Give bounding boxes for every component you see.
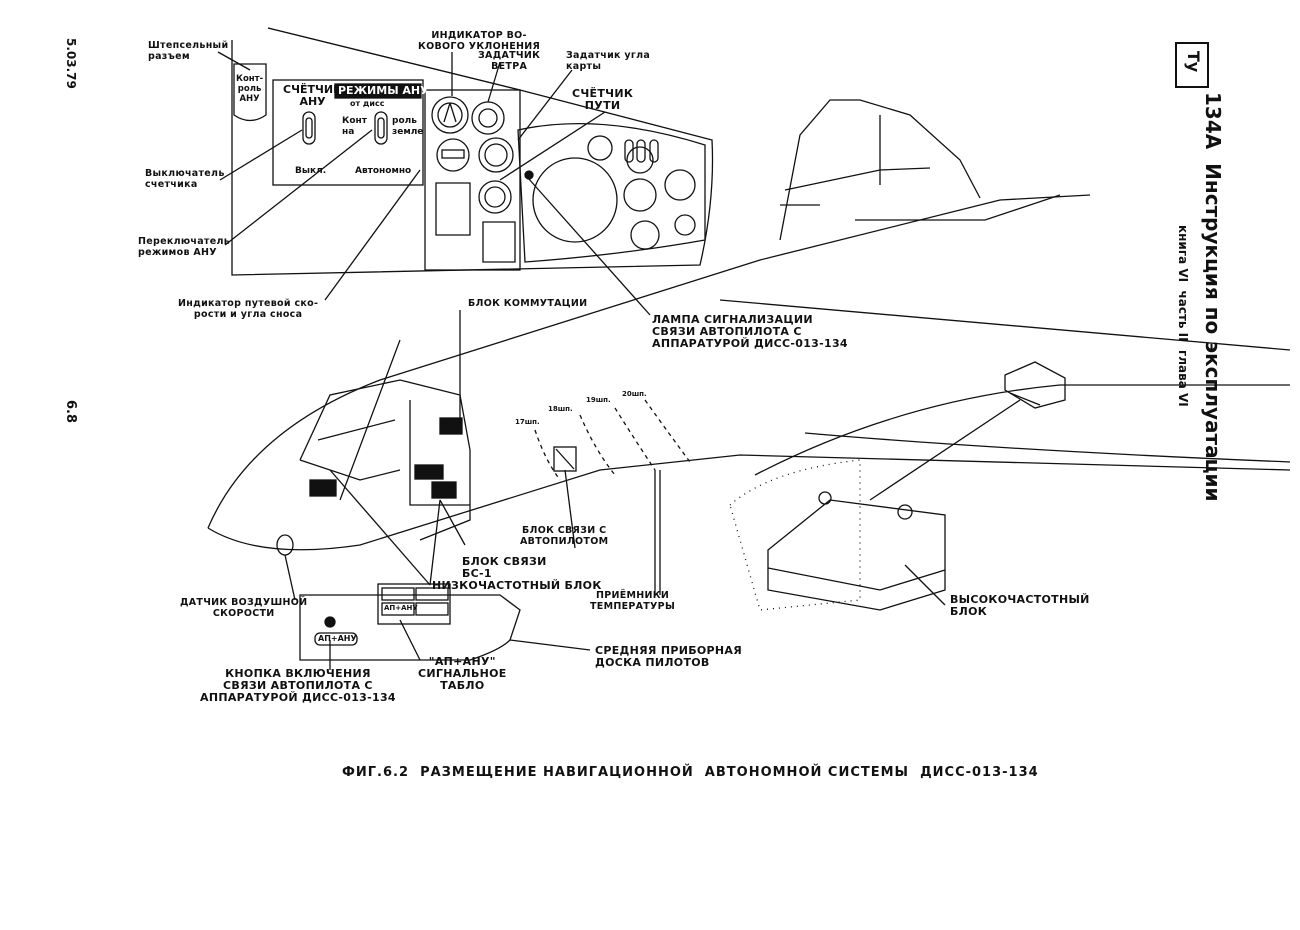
page-number: 6.8	[63, 400, 78, 424]
instrument-panel-drawing	[217, 27, 714, 316]
label-wind-setter: ЗАДАТЧИК ВЕТРА	[478, 50, 541, 72]
label-hf-unit: ВЫСОКОЧАСТОТНЫЙ БЛОК	[950, 593, 1090, 618]
control-left: Конт на	[342, 116, 367, 137]
label-autopilot-link-unit: БЛОК СВЯЗИ С АВТОПИЛОТОМ	[520, 525, 609, 547]
label-switching-unit: БЛОК КОММУТАЦИИ	[468, 298, 588, 309]
button-plate-label: АП+АНУ	[318, 634, 357, 643]
modes-subtitle: от диcс	[350, 99, 385, 108]
label-plug: Штепсельный разъем	[148, 40, 229, 62]
figure-caption: ФИГ.6.2 РАЗМЕЩЕНИЕ НАВИГАЦИОННОЙ АВТОНОМ…	[342, 765, 1039, 780]
label-temp-receivers: ПРИЁМНИКИ ТЕМПЕРАТУРЫ	[590, 590, 676, 612]
label-signal-board: "АП+АНУ" СИГНАЛЬНОЕ ТАБЛО	[418, 655, 507, 692]
label-airspeed-sensor: ДАТЧИК ВОЗДУШНОЙ СКОРОСТИ	[180, 597, 308, 619]
label-lf-unit: НИЗКОЧАСТОТНЫЙ БЛОК	[432, 579, 602, 592]
label-engage-button: КНОПКА ВКЛЮЧЕНИЯ СВЯЗИ АВТОПИЛОТА С АППА…	[200, 667, 396, 704]
counter-title: СЧЁТЧИК АНУ	[283, 83, 343, 108]
label-counter-switch: Выключатель счетчика	[145, 168, 225, 190]
off-label: Выкл.	[295, 166, 327, 176]
board-plate-label: АП+АНУ	[384, 604, 418, 612]
label-speed-drift-indicator: Индикатор путевой ско- рости и угла снос…	[178, 298, 319, 320]
label-course-deviation: ИНДИКАТОР ВО- КОВОГО УКЛОНЕНИЯ	[418, 30, 541, 52]
label-signal-lamp: ЛАМПА СИГНАЛИЗАЦИИ СВЯЗИ АВТОПИЛОТА С АП…	[652, 313, 848, 350]
label-mode-switch: Переключатель режимов АНУ	[138, 236, 231, 258]
label-center-panel: СРЕДНЯЯ ПРИБОРНАЯ ДОСКА ПИЛОТОВ	[595, 644, 742, 669]
document-date: 5.03.79	[64, 38, 78, 89]
auto-label: Автономно	[355, 166, 412, 176]
modes-title: РЕЖИМЫ АНУ	[338, 84, 429, 97]
label-bs1-unit: БЛОК СВЯЗИ БС-1	[462, 555, 547, 580]
book-ref: книга VI часть II глава VI	[1176, 225, 1190, 407]
aircraft-outline	[207, 99, 1291, 670]
ctrl-anu-label: Конт- роль АНУ	[236, 74, 264, 104]
frame-19: 19шп.	[586, 396, 611, 404]
label-path-counter: СЧЁТЧИК ПУТИ	[572, 87, 634, 112]
control-right: роль земле	[392, 116, 424, 137]
frame-18: 18шп.	[548, 405, 573, 413]
doc-title: 134А Инструкция по эксплуатации	[1201, 92, 1225, 502]
frame-20: 20шп.	[622, 390, 647, 398]
label-map-angle-setter: Задатчик угла карты	[566, 50, 651, 72]
frame-17: 17шп.	[515, 418, 540, 426]
tu-logo: Ту	[1175, 42, 1209, 88]
